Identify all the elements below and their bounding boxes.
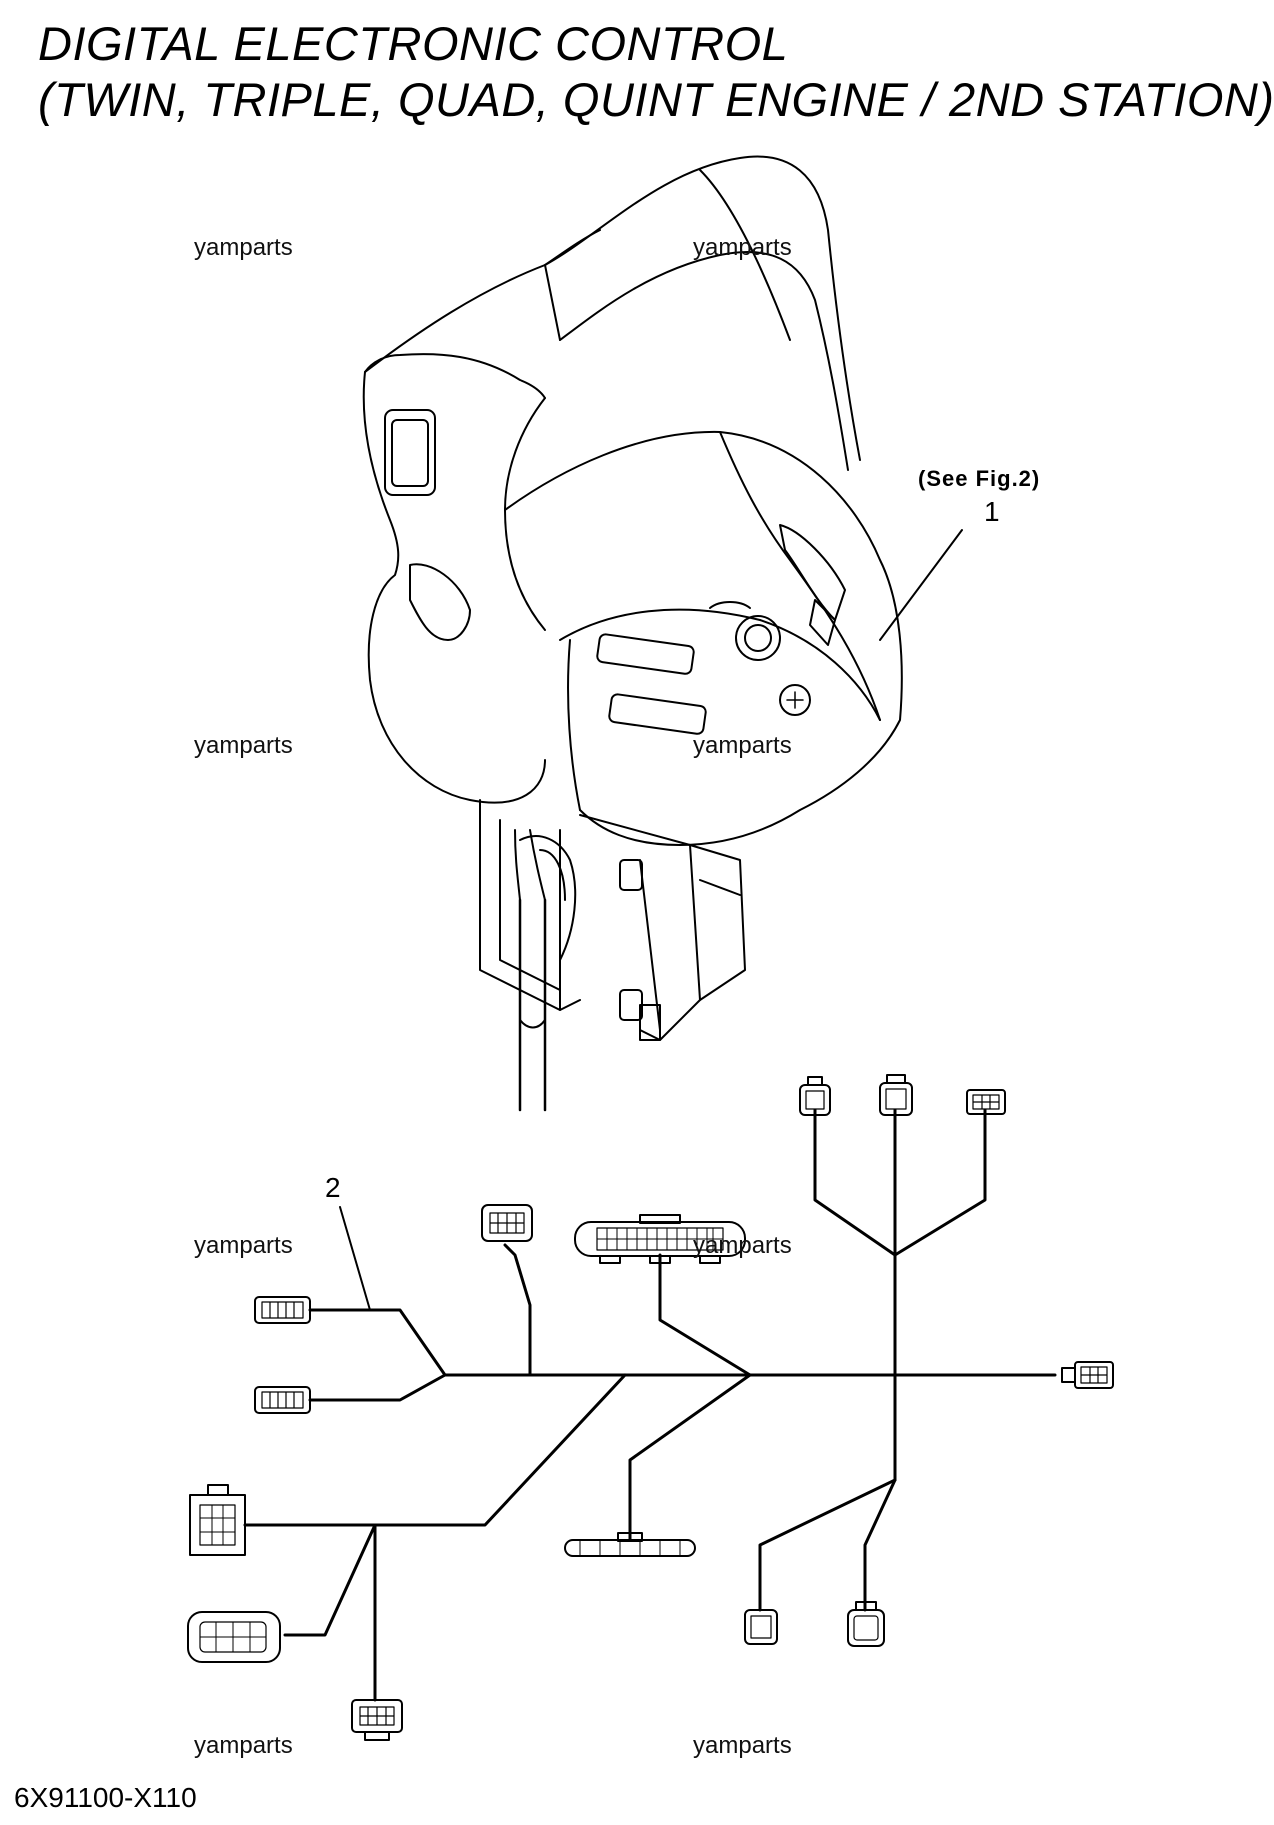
connector-top-wide [574, 1214, 746, 1264]
part2-leader-line [339, 1206, 371, 1311]
connector-left-rounded [187, 1611, 281, 1663]
connector-left-upper [254, 1296, 311, 1324]
watermark: yamparts [194, 732, 293, 759]
watermark: yamparts [693, 732, 792, 759]
connector-top-small [481, 1204, 533, 1242]
connector-top-right-c [966, 1089, 1006, 1115]
connector-bottom-right-a [744, 1609, 778, 1645]
part1-leader-line [879, 529, 963, 641]
remote-control-box-illustration [362, 155, 903, 1112]
connector-right-end [1061, 1361, 1114, 1389]
connector-bottom-right-b [847, 1601, 885, 1647]
connector-top-right-a [799, 1076, 831, 1116]
watermark: yamparts [693, 1732, 792, 1759]
watermark: yamparts [194, 1732, 293, 1759]
diagram-title-line2: (TWIN, TRIPLE, QUAD, QUINT ENGINE / 2ND … [38, 73, 1274, 126]
part-code: 6X91100-X110 [14, 1782, 197, 1813]
watermark: yamparts [194, 234, 293, 261]
watermark: yamparts [194, 1232, 293, 1259]
connector-top-right-b [879, 1074, 913, 1116]
connector-left-square [189, 1484, 246, 1556]
connector-left-lower [254, 1386, 311, 1414]
diagram-title-line1: DIGITAL ELECTRONIC CONTROL [38, 17, 789, 70]
watermark: yamparts [693, 234, 792, 261]
see-fig-2-note: (See Fig.2) [918, 466, 1041, 491]
connector-bar [564, 1532, 696, 1557]
watermark: yamparts [693, 1232, 792, 1259]
connector-bottom-center-left [351, 1699, 403, 1741]
part-number-1: 1 [984, 496, 1000, 527]
wiring-harness-illustration [187, 1074, 1114, 1741]
part-number-2: 2 [325, 1172, 341, 1203]
